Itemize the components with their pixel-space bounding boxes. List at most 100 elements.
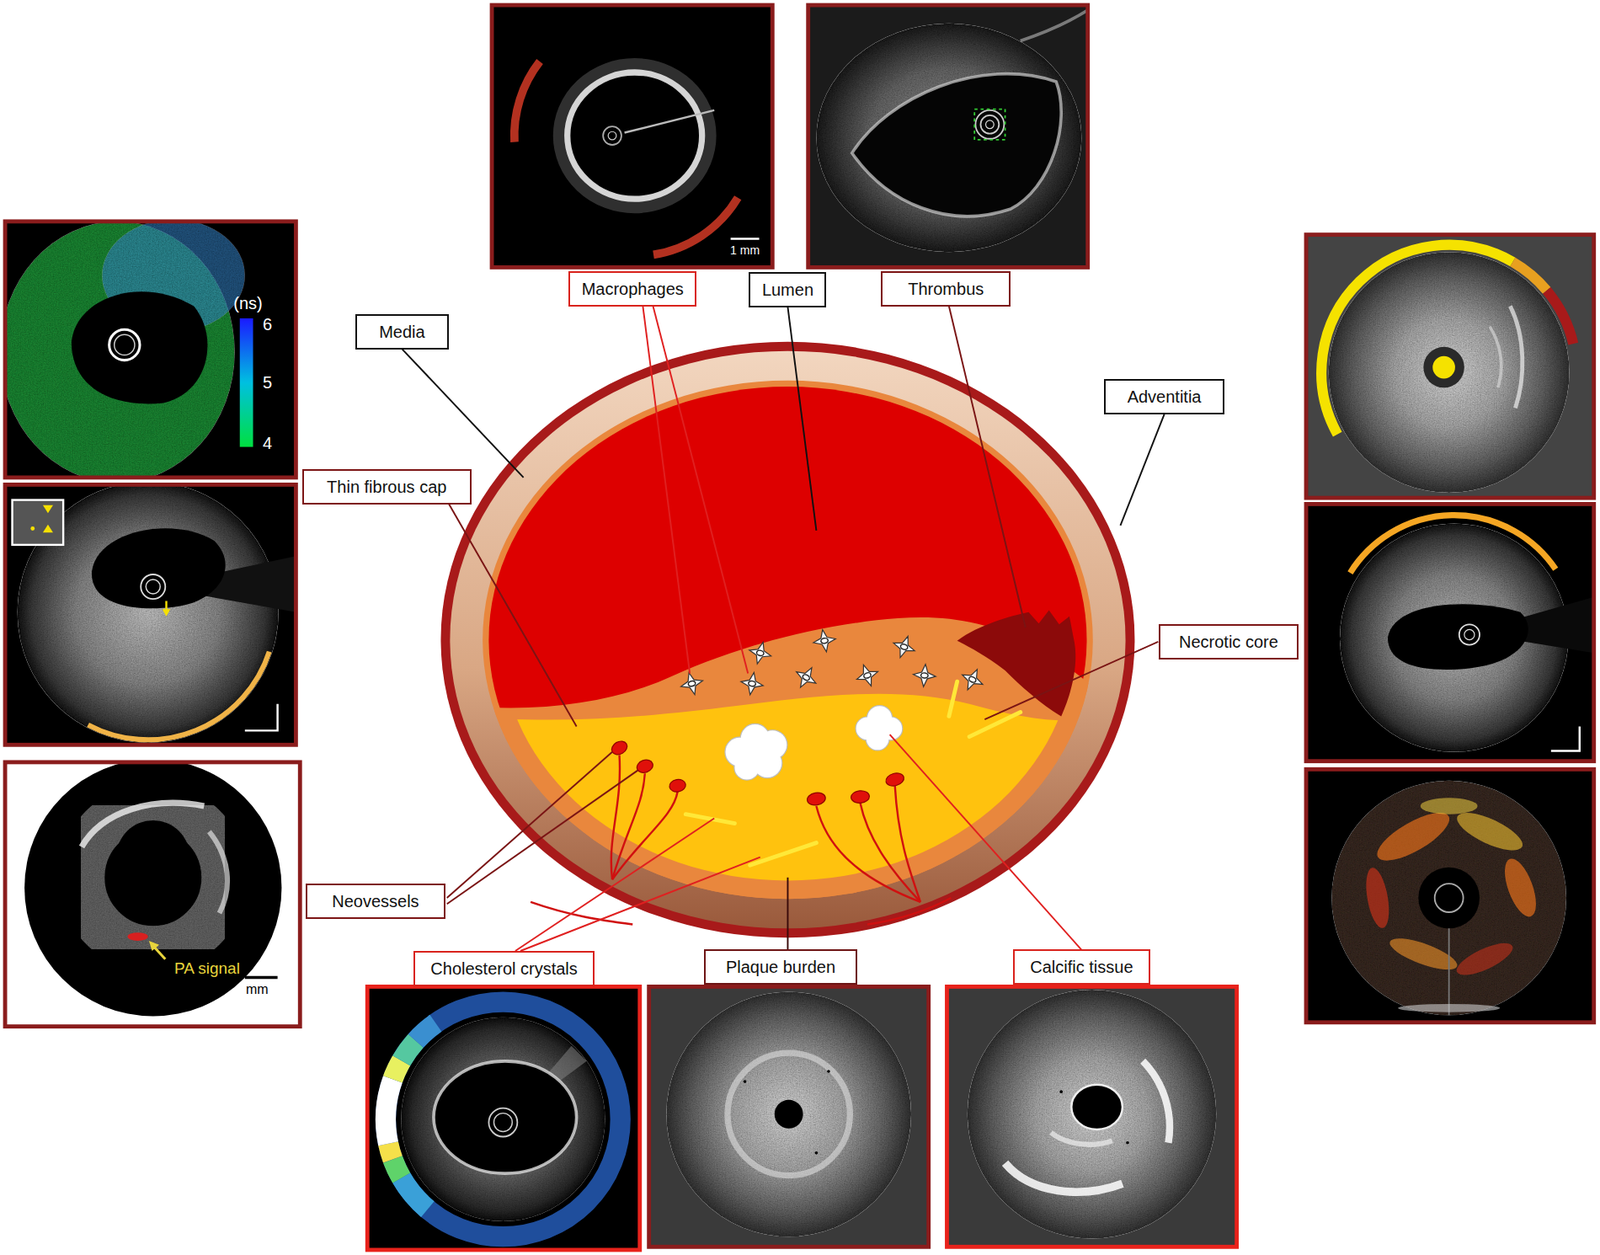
image-panel xyxy=(1306,503,1595,761)
image-panel xyxy=(5,484,296,745)
neovessel xyxy=(895,785,921,902)
neovessel xyxy=(805,790,827,806)
neovessel xyxy=(884,771,906,789)
cholesterol-crystal xyxy=(685,681,1020,865)
image-panel xyxy=(1448,928,1451,1015)
label-text: Thin fibrous cap xyxy=(314,476,460,497)
macrophage-cell xyxy=(890,632,919,662)
image-panel xyxy=(946,986,1237,1247)
image-panel xyxy=(567,72,703,199)
calcific-deposit xyxy=(868,718,889,739)
neovessel xyxy=(530,738,951,925)
image-panel xyxy=(491,5,773,267)
image-panel xyxy=(162,608,171,616)
image-panel xyxy=(649,986,929,1247)
image-panel xyxy=(367,986,640,1250)
leader-line xyxy=(653,305,749,673)
neovessel xyxy=(608,738,906,807)
image-panel xyxy=(140,574,166,599)
macrophage-cell xyxy=(790,661,822,693)
leader-line xyxy=(1120,414,1164,526)
image-panel xyxy=(145,579,160,594)
image-panel xyxy=(649,986,929,1247)
image-panel xyxy=(560,66,708,206)
label-box: Thin fibrous cap xyxy=(302,469,472,505)
label-text: Cholesterol crystals xyxy=(425,958,582,979)
image-panel xyxy=(1050,1132,1113,1145)
image-panel xyxy=(608,131,617,140)
leader-line xyxy=(890,734,1083,950)
cholesterol-crystal xyxy=(949,681,958,716)
image-panel xyxy=(109,329,140,360)
macrophage-cell xyxy=(912,662,937,688)
leader-line xyxy=(984,641,1158,720)
label-box: Adventitia xyxy=(1104,378,1225,415)
calcific-deposit xyxy=(725,705,903,779)
label-box: Media xyxy=(355,314,449,350)
image-panel xyxy=(1071,1084,1123,1130)
image-panel xyxy=(12,500,64,545)
calcific-deposit xyxy=(742,738,772,768)
image-panel xyxy=(1397,1003,1500,1013)
image-panel xyxy=(1452,936,1517,982)
image-panel xyxy=(727,1052,850,1175)
leader-line xyxy=(520,857,761,951)
image-panel xyxy=(385,1002,621,1238)
image-panel xyxy=(385,1078,393,1144)
calcific-deposit xyxy=(725,705,903,779)
image-panel xyxy=(5,221,296,478)
image-panel xyxy=(5,762,300,1027)
image-panel xyxy=(1306,768,1595,1022)
image-panel xyxy=(1306,234,1595,499)
artery-cross-section xyxy=(448,693,1113,918)
image-panel xyxy=(116,820,190,894)
image-panel xyxy=(946,986,1237,1247)
image-panel xyxy=(986,120,995,129)
image-panel xyxy=(208,831,228,913)
image-panel xyxy=(245,976,278,980)
image-panel xyxy=(5,762,300,1027)
artery-cross-section xyxy=(448,693,1113,918)
label-text: Adventitia xyxy=(1115,386,1213,407)
image-panel xyxy=(367,986,640,1250)
image-panel xyxy=(5,221,296,478)
image-panel xyxy=(154,946,166,960)
image-panel xyxy=(493,1113,512,1132)
image-panel xyxy=(1509,305,1523,408)
image-panel xyxy=(30,526,35,531)
image-panel xyxy=(245,704,278,731)
label-box: Necrotic core xyxy=(1158,624,1299,660)
leader-line xyxy=(786,877,789,950)
image-panel xyxy=(743,1079,747,1083)
image-panel xyxy=(433,1061,577,1174)
cholesterol-crystal xyxy=(969,712,1021,737)
image-panel xyxy=(730,237,760,240)
image-panel xyxy=(808,5,1088,267)
leader-line xyxy=(642,305,690,673)
image-panel xyxy=(666,991,912,1237)
label-text: Thrombus xyxy=(892,278,999,299)
macrophage-cell xyxy=(853,661,882,690)
label-text: Plaque burden xyxy=(715,956,846,977)
neovessel xyxy=(867,897,951,924)
image-panel xyxy=(1464,629,1475,640)
label-box: Calcific tissue xyxy=(1013,949,1150,985)
colorbar-tick: 6 xyxy=(262,315,272,333)
image-panel xyxy=(1489,326,1502,389)
leader-line xyxy=(401,348,523,478)
image-panel xyxy=(624,110,715,134)
image-panel xyxy=(1125,1141,1130,1145)
image-panel xyxy=(816,23,1082,252)
image-panel xyxy=(388,1143,393,1160)
label-text: Neovessels xyxy=(317,890,434,912)
image-panel xyxy=(852,74,1062,217)
colorbar-tick: 5 xyxy=(262,373,272,391)
leader-line xyxy=(447,752,613,898)
label-box: Macrophages xyxy=(568,271,697,307)
leader-line xyxy=(515,818,715,951)
image-panel xyxy=(1432,356,1456,379)
image-panel xyxy=(1362,865,1393,930)
image-panel xyxy=(42,524,54,534)
